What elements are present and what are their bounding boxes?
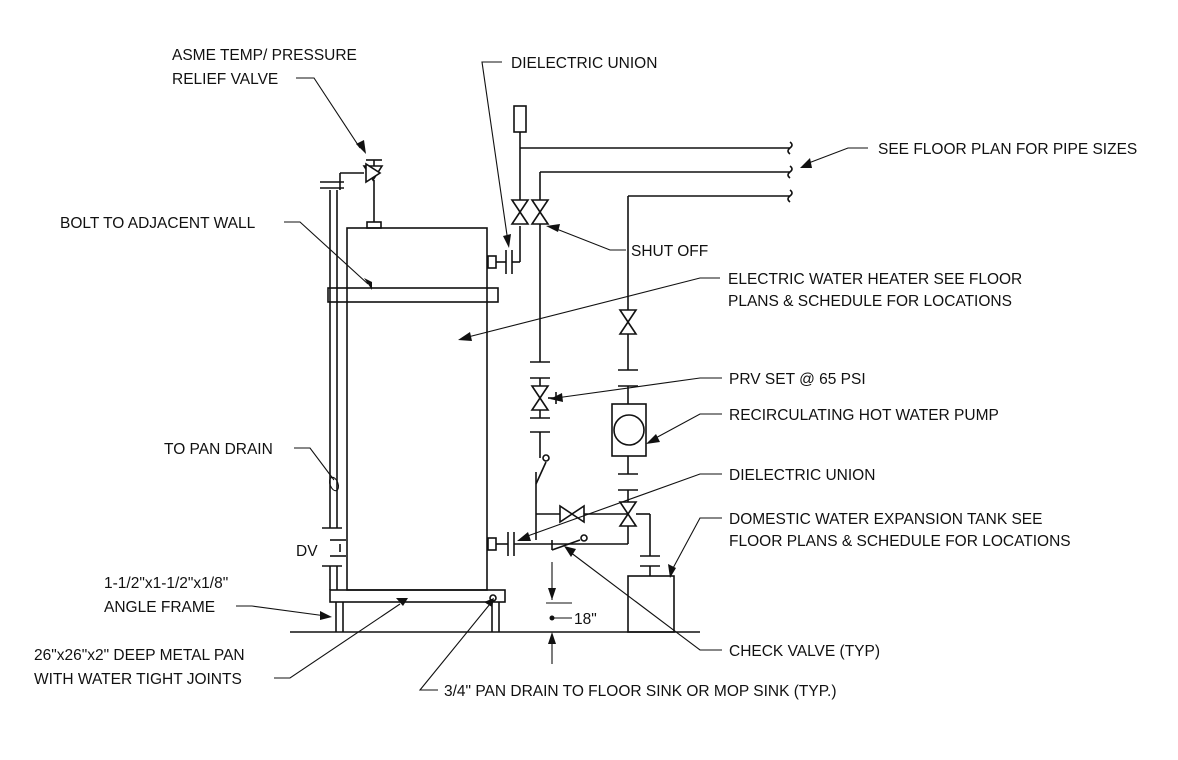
leader-lines	[236, 61, 868, 691]
label-shut-off: SHUT OFF	[631, 243, 708, 260]
label-asme-line1: ASME TEMP/ PRESSURE	[172, 47, 357, 64]
label-to-pan-drain: TO PAN DRAIN	[164, 441, 273, 458]
recirculation-piping	[611, 189, 793, 576]
label-pan-line1: 26"x26"x2" DEEP METAL PAN	[34, 647, 245, 664]
label-asme-line2: RELIEF VALVE	[172, 71, 278, 88]
label-angle-line1: 1-1/2"x1-1/2"x1/8"	[104, 575, 228, 592]
label-see-floor-plan: SEE FLOOR PLAN FOR PIPE SIZES	[878, 141, 1137, 158]
label-pan-drain-sink: 3/4" PAN DRAIN TO FLOOR SINK OR MOP SINK…	[444, 683, 837, 700]
label-tank-line2: FLOOR PLANS & SCHEDULE FOR LOCATIONS	[729, 533, 1071, 550]
tp-relief-valve	[320, 159, 384, 590]
label-bolt-to-wall: BOLT TO ADJACENT WALL	[60, 215, 256, 232]
label-prv: PRV SET @ 65 PSI	[729, 371, 866, 388]
water-heater-tank	[346, 196, 488, 591]
expansion-tank	[627, 575, 675, 633]
angle-frame-stand	[329, 589, 506, 632]
label-dv: DV	[296, 543, 318, 560]
label-pump: RECIRCULATING HOT WATER PUMP	[729, 407, 999, 424]
hot-water-outlet-piping	[487, 105, 793, 274]
label-angle-line2: ANGLE FRAME	[104, 599, 215, 616]
cold-water-supply-piping	[530, 165, 793, 540]
label-dielectric-union-top: DIELECTRIC UNION	[511, 55, 657, 72]
label-check-valve: CHECK VALVE (TYP)	[729, 643, 880, 660]
cold-inlet-bottom	[487, 532, 628, 556]
label-dimension-18: 18"	[574, 611, 597, 628]
wall-strap	[327, 287, 499, 303]
annotation-labels: ASME TEMP/ PRESSURE RELIEF VALVE DIELECT…	[34, 47, 1137, 700]
label-pan-line2: WITH WATER TIGHT JOINTS	[34, 671, 242, 688]
label-heater-line1: ELECTRIC WATER HEATER SEE FLOOR	[728, 271, 1022, 288]
label-heater-line2: PLANS & SCHEDULE FOR LOCATIONS	[728, 293, 1012, 310]
dimension-18	[546, 562, 572, 664]
label-tank-line1: DOMESTIC WATER EXPANSION TANK SEE	[729, 511, 1043, 528]
label-dielectric-union-bottom: DIELECTRIC UNION	[729, 467, 875, 484]
